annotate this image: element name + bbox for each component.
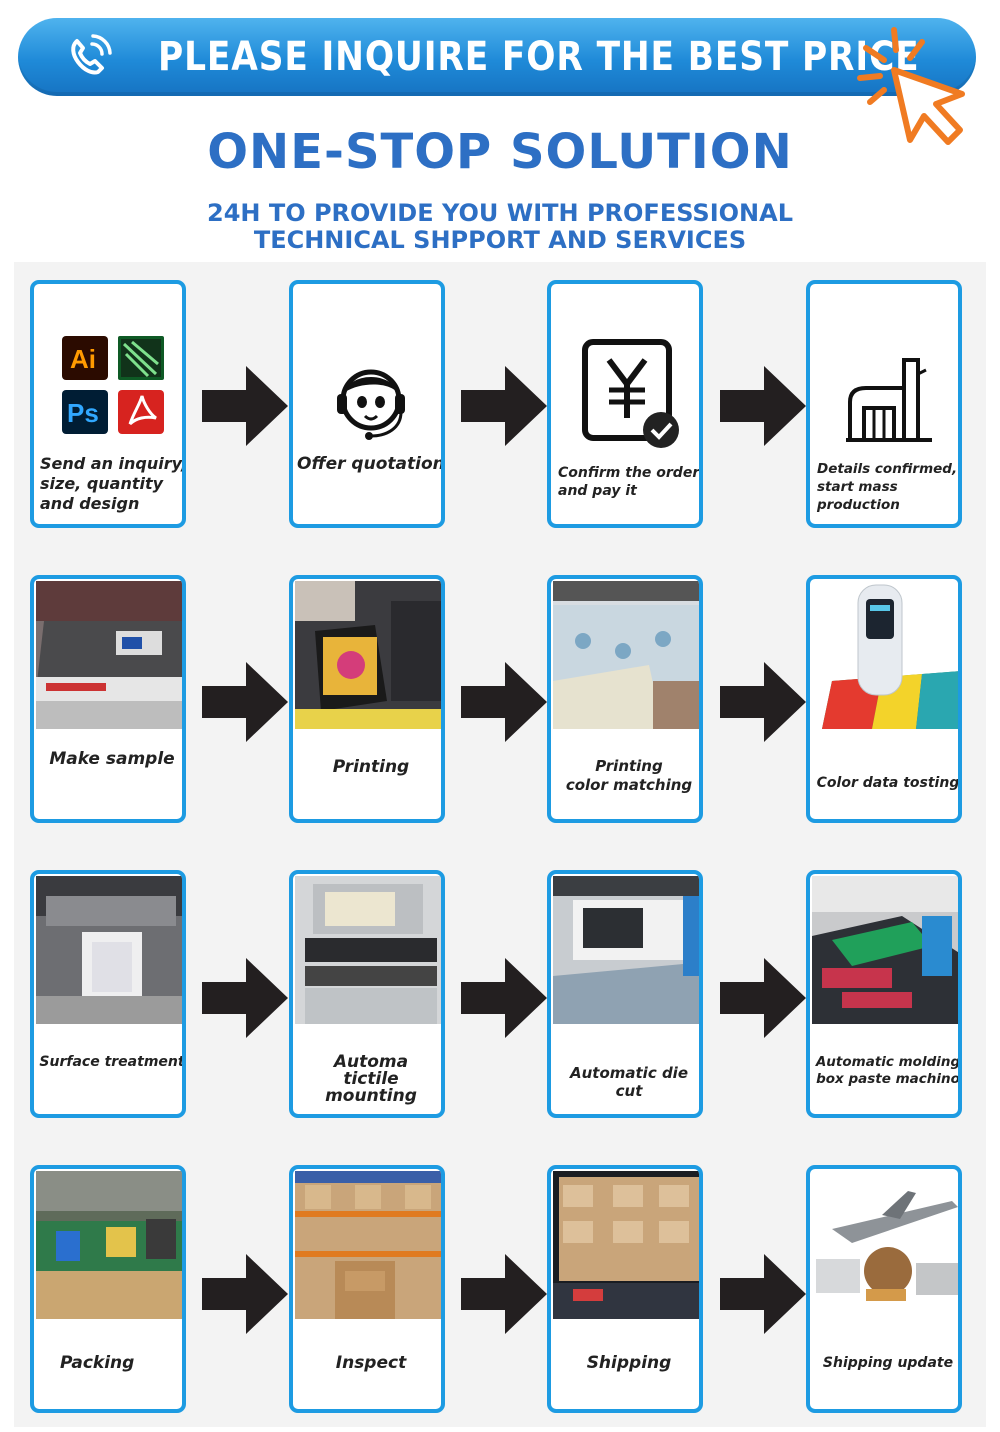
design-software-icons: Ai Ps — [62, 336, 164, 434]
arrow-right-icon — [720, 1254, 806, 1334]
payment-icon — [582, 339, 679, 448]
arrow-right-icon — [202, 366, 288, 446]
color-matching-line-2: color matching — [565, 776, 693, 794]
step-label-shipping-update: Shipping update — [822, 1355, 954, 1371]
step-label-box-paste: Automatic molding box paste machino — [814, 1054, 961, 1088]
arrow-right-icon — [461, 662, 547, 742]
step-label-color-matching: Printing color matching — [555, 757, 699, 795]
step-card-die-cut: Automatic die cut — [547, 870, 703, 1118]
ai-icon: Ai — [70, 344, 96, 374]
send-inquiry-line-1: Send an inquiry, — [40, 454, 186, 473]
step-card-shipping-update: Shipping update — [806, 1165, 962, 1413]
page-subtitle: 24H TO PROVIDE YOU WITH PROFESSIONAL TEC… — [0, 200, 1000, 254]
step-card-color-data: Color data tosting — [806, 575, 962, 823]
step-card-shipping: Shipping — [547, 1165, 703, 1413]
confirm-order-line-2: and pay it — [558, 483, 637, 499]
arrow-right-icon — [202, 1254, 288, 1334]
mounting-line-2: tictile mounting — [325, 1069, 417, 1106]
subtitle-line-2: TECHNICAL SHPPORT AND SERVICES — [253, 226, 747, 254]
mass-production-line-1: Details confirmed, — [817, 461, 958, 477]
mass-production-line-2: start mass — [817, 479, 898, 495]
subtitle-line-1: 24H TO PROVIDE YOU WITH PROFESSIONAL — [207, 199, 793, 227]
step-label-mass-production: Details confirmed, start mass production — [817, 460, 958, 514]
mass-production-line-3: production — [817, 497, 900, 513]
step-card-make-sample: Make sample — [30, 575, 186, 823]
sample-cutter-photo — [36, 581, 182, 729]
step-label-color-data: Color data tosting — [816, 775, 960, 791]
step-label-offer-quotation: Offer quotation — [297, 454, 445, 474]
arrow-right-icon — [202, 958, 288, 1038]
step-card-mounting: Automa tictile mounting — [289, 870, 445, 1118]
box-paste-machine-photo — [812, 876, 958, 1024]
arrow-right-icon — [202, 662, 288, 742]
step-label-packing: Packing — [60, 1353, 135, 1373]
step-label-send-inquiry: Send an inquiry, size, quantity and desi… — [40, 454, 186, 514]
arrow-right-icon — [461, 1254, 547, 1334]
step-card-mass-production: Details confirmed, start mass production — [806, 280, 962, 528]
step-label-shipping: Shipping — [586, 1353, 672, 1373]
box-paste-line-1: Automatic molding — [815, 1054, 961, 1070]
die-cut-machine-photo — [553, 876, 699, 1024]
arrow-right-icon — [720, 662, 806, 742]
packing-photo — [36, 1171, 182, 1319]
step-label-surface-treatment: Surface treatment — [39, 1054, 185, 1070]
truck-loading-photo — [553, 1171, 699, 1319]
printing-machine-photo — [295, 581, 441, 729]
pointer-icon — [857, 27, 965, 145]
step-label-printing: Printing — [332, 757, 410, 777]
colorimeter-photo — [812, 581, 958, 729]
page-title: ONE-STOP SOLUTION — [207, 124, 793, 180]
step-label-make-sample: Make sample — [49, 749, 175, 769]
inquire-banner[interactable]: PLEASE INQUIRE FOR THE BEST PRICE — [18, 18, 976, 96]
phone-icon — [71, 34, 112, 75]
factory-icon — [846, 358, 932, 442]
send-inquiry-line-3: and design — [40, 494, 140, 513]
step-card-printing: Printing — [289, 575, 445, 823]
color-matching-line-1: Printing — [595, 757, 663, 775]
arrow-right-icon — [720, 958, 806, 1038]
customer-service-icon — [337, 369, 405, 440]
step-card-packing: Packing — [30, 1165, 186, 1413]
arrow-right-icon — [720, 366, 806, 446]
step-card-box-paste: Automatic molding box paste machino — [806, 870, 962, 1118]
step-label-confirm-order: Confirm the order and pay it — [558, 464, 700, 500]
step-card-send-inquiry: Ai Ps Send an inquiry, size, quantity an… — [30, 280, 186, 528]
arrow-right-icon — [461, 958, 547, 1038]
step-label-inspect: Inspect — [335, 1353, 407, 1373]
step-label-die-cut: Automatic die cut — [570, 1064, 688, 1100]
arrow-right-icon — [461, 366, 547, 446]
ps-icon: Ps — [67, 398, 99, 428]
send-inquiry-line-2: size, quantity — [40, 474, 164, 493]
surface-treatment-photo — [36, 876, 182, 1024]
logistics-photo — [812, 1171, 958, 1319]
warehouse-photo — [295, 1171, 441, 1319]
step-label-mounting: Automa tictile mounting — [297, 1052, 441, 1106]
step-card-surface-treatment: Surface treatment — [30, 870, 186, 1118]
step-card-color-matching: Printing color matching — [547, 575, 703, 823]
step-card-confirm-order: Confirm the order and pay it — [547, 280, 703, 528]
step-card-inspect: Inspect — [289, 1165, 445, 1413]
box-paste-line-2: box paste machino — [816, 1071, 960, 1087]
mounting-line-1: Automa — [333, 1052, 409, 1072]
step-card-offer-quotation: Offer quotation — [289, 280, 445, 528]
banner-text: PLEASE INQUIRE FOR THE BEST PRICE — [158, 34, 920, 80]
color-matching-photo — [553, 581, 699, 729]
mounting-machine-photo — [295, 876, 441, 1024]
confirm-order-line-1: Confirm the order — [558, 465, 700, 481]
